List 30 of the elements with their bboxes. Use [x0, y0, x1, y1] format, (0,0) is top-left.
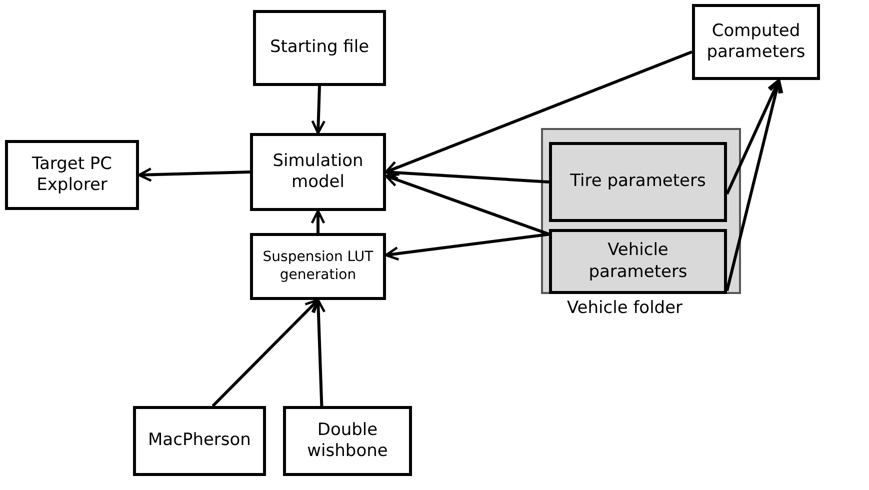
process-box	[253, 10, 386, 86]
box-label: Suspension LUT generation	[262, 249, 374, 284]
arrow	[138, 167, 250, 182]
process-box	[250, 133, 386, 211]
process-box	[133, 406, 266, 476]
folder-label: Vehicle folder	[566, 298, 684, 320]
process-box	[283, 406, 412, 476]
box-label: Computed parameters	[706, 20, 806, 64]
process-box	[692, 4, 820, 80]
box-label: Target PC Explorer	[30, 154, 114, 196]
arrow	[384, 166, 550, 184]
process-box	[549, 229, 727, 294]
arrow	[310, 210, 326, 233]
process-box	[549, 142, 727, 222]
arrow	[384, 50, 693, 174]
box-label: MacPherson	[147, 430, 252, 452]
arrow	[384, 173, 550, 236]
box-label: Starting file	[268, 37, 370, 59]
arrow	[311, 298, 326, 406]
arrow	[311, 86, 326, 134]
arrow	[384, 232, 550, 261]
box-label: Double wishbone	[306, 420, 389, 462]
arrow	[212, 298, 320, 408]
arrow	[726, 78, 784, 292]
box-label: Tire parameters	[569, 171, 707, 193]
process-box	[250, 233, 386, 300]
box-label: Simulation model	[272, 150, 364, 194]
process-box	[5, 140, 139, 210]
arrow	[726, 78, 781, 195]
box-label: Vehicle parameters	[588, 240, 688, 283]
